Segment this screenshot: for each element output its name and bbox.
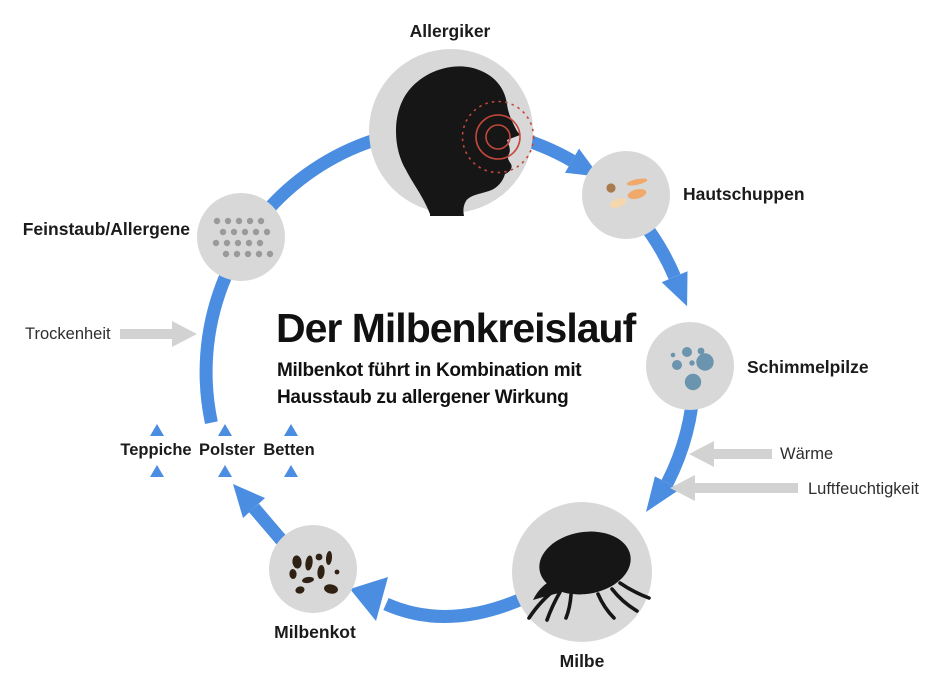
schimmelpilze-label: Schimmelpilze — [747, 357, 869, 377]
mold-spores-icon — [670, 347, 714, 391]
cycle-arrowheads — [233, 148, 688, 621]
milbenkot-circle — [269, 525, 357, 613]
droppings-icon — [289, 551, 340, 594]
arrowhead-to-milbe — [646, 476, 680, 512]
waerme-arrow — [689, 441, 772, 467]
arrowhead-to-schimmelpilze — [661, 271, 688, 307]
trockenheit-label: Trockenheit — [25, 325, 111, 343]
dust-particles-icon — [212, 217, 274, 258]
diagram-subtitle-line2: Hausstaub zu allergener Wirkung — [277, 387, 569, 408]
schimmelpilze-circle — [646, 322, 734, 410]
location-polster-label: Polster — [199, 441, 255, 459]
location-betten-label: Betten — [263, 441, 315, 459]
influence-arrows — [120, 321, 798, 501]
allergiker-label: Allergiker — [409, 21, 491, 41]
mite-icon — [527, 531, 651, 622]
location-teppiche-label: Teppiche — [120, 441, 192, 459]
arrowhead-to-milbenkot — [350, 577, 388, 621]
luftfeuchtigkeit-label: Luftfeuchtigkeit — [808, 480, 919, 498]
allergy-alert-rings-icon — [461, 100, 535, 174]
feinstaub-circle — [197, 193, 285, 281]
milbe-label: Milbe — [559, 651, 605, 671]
hautschuppen-label: Hautschuppen — [683, 184, 805, 204]
milbenkot-label: Milbenkot — [274, 622, 356, 642]
diagram-title: Der Milbenkreislauf — [276, 305, 636, 351]
location-triangle-icons — [150, 424, 298, 477]
hautschuppen-circle — [582, 151, 670, 239]
luftfeuchtigkeit-arrow — [670, 475, 798, 501]
feinstaub-label: Feinstaub/Allergene — [22, 219, 190, 239]
arrowhead-to-locations — [233, 484, 265, 518]
skin-flakes-icon — [606, 178, 648, 208]
head-profile-icon — [395, 66, 535, 216]
diagram-subtitle-line1: Milbenkot führt in Kombination mit — [277, 360, 582, 381]
waerme-label: Wärme — [780, 445, 834, 463]
trockenheit-arrow — [120, 321, 197, 347]
